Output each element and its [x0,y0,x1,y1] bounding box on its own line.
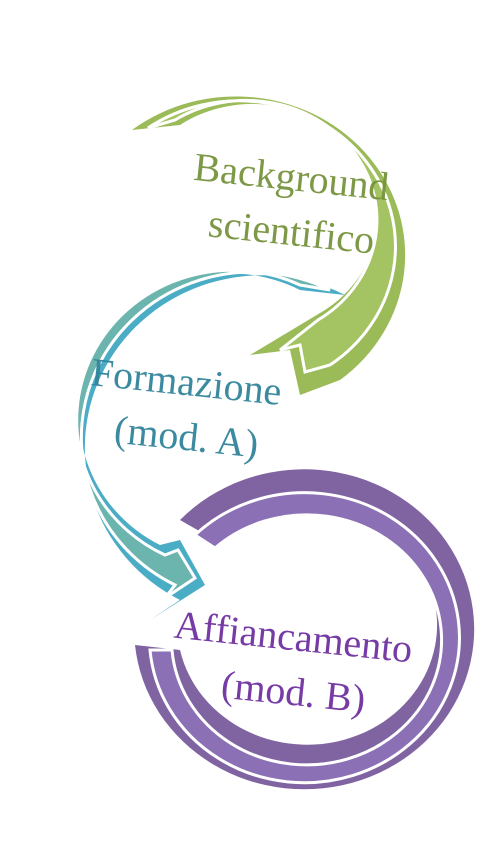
step-3-label-line1: Affiancamento [172,602,415,672]
arrow-affiancamento [135,469,475,790]
step-2-label-line2: (mod. A) [112,407,260,467]
arrow-ring-inner [75,268,331,600]
arrow-ring-inner [148,491,461,785]
step-1-label-line2: scientifico [206,200,376,262]
arrow-ring-inner [147,98,397,374]
label-group-1: Background scientifico [192,144,391,263]
arrow-formazione [75,268,345,620]
step-2-label-line1: Formazione [89,349,284,414]
label-group-2: Formazione (mod. A) [89,349,284,466]
arrow-background-scientifico [132,96,406,396]
step-3-label-line2: (mod. B) [219,662,367,722]
